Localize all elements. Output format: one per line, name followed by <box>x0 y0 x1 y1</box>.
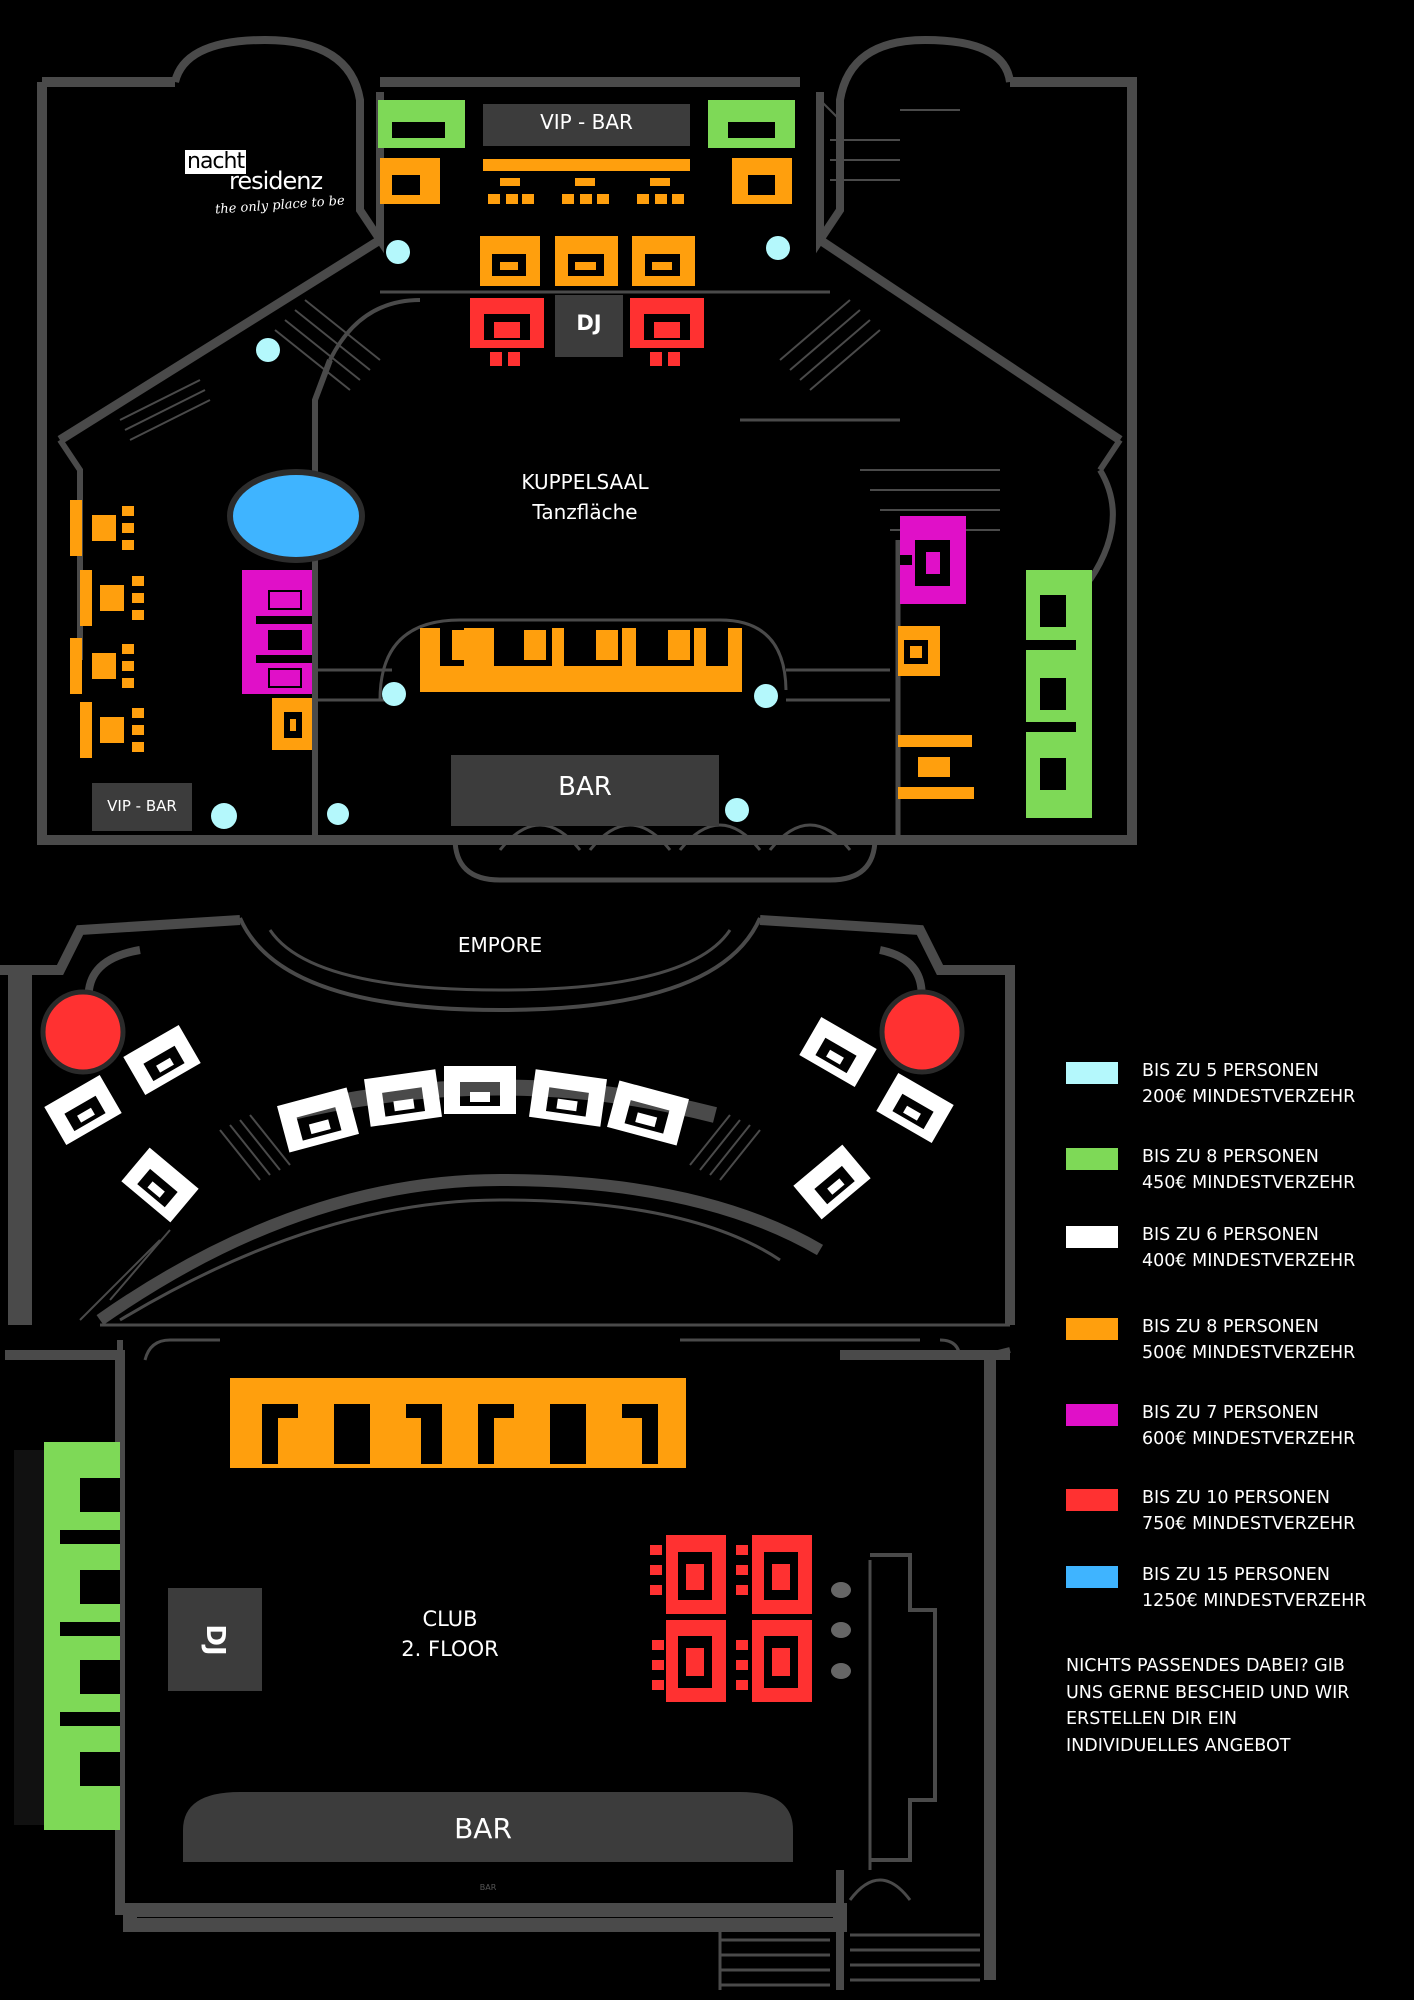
vip-bar-left-label: VIP - BAR <box>107 797 177 815</box>
legend-swatch <box>1066 1148 1118 1170</box>
club-wall-left <box>14 1450 44 1825</box>
legend-item: BIS ZU 6 PERSONEN 400€ MINDESTVERZEHR <box>1066 1222 1406 1282</box>
legend-swatch <box>1066 1489 1118 1511</box>
legend-text: BIS ZU 10 PERSONEN 750€ MINDESTVERZEHR <box>1142 1488 1356 1534</box>
club-label-line2: 2. FLOOR <box>401 1637 499 1661</box>
legend-item: BIS ZU 15 PERSONEN 1250€ MINDESTVERZEHR <box>1066 1562 1406 1622</box>
legend-item: BIS ZU 8 PERSONEN 450€ MINDESTVERZEHR <box>1066 1144 1406 1204</box>
red-tables-empore[interactable] <box>40 989 965 1075</box>
bar-club-label: BAR <box>454 1812 512 1845</box>
club-label-line1: CLUB <box>422 1607 478 1631</box>
legend-swatch <box>1066 1226 1118 1248</box>
dj-top-block <box>555 295 623 357</box>
kuppelsaal-label-line2: Tanzfläche <box>532 500 638 524</box>
custom-offer-note: NICHTS PASSENDES DABEI? GIB UNS GERNE BE… <box>1066 1656 1350 1756</box>
bar-main-block <box>451 755 719 826</box>
vip-bar-left-block <box>92 783 192 831</box>
legend-text: BIS ZU 8 PERSONEN 450€ MINDESTVERZEHR <box>1142 1147 1356 1193</box>
blue-table[interactable] <box>227 469 365 563</box>
kuppelsaal-label-line1: KUPPELSAAL <box>521 470 649 494</box>
cyan-tables[interactable] <box>211 236 790 829</box>
bar-main-label: BAR <box>558 772 612 802</box>
empore-stairs <box>79 1114 761 1321</box>
legend-item: BIS ZU 5 PERSONEN 200€ MINDESTVERZEHR <box>1066 1058 1406 1118</box>
logo-line1: nacht <box>185 149 247 174</box>
logo-tagline: the only place to be <box>214 193 346 218</box>
grey-stools-club <box>831 1582 851 1679</box>
orange-tables-right[interactable] <box>898 626 974 799</box>
empore-walls <box>0 915 1015 1327</box>
dj-club-block <box>168 1588 262 1691</box>
legend-text: BIS ZU 8 PERSONEN 500€ MINDESTVERZEHR <box>1142 1317 1356 1363</box>
bar-club-block <box>183 1792 793 1862</box>
dj-club-label: DJ <box>200 1624 230 1656</box>
vip-bar-top-block <box>483 104 690 146</box>
red-tables-top[interactable] <box>470 298 704 366</box>
bar-club-small-label: BAR <box>479 1883 497 1892</box>
legend-swatch <box>1066 1404 1118 1426</box>
legend-text: BIS ZU 15 PERSONEN 1250€ MINDESTVERZEHR <box>1142 1565 1367 1611</box>
legend-swatch <box>1066 1318 1118 1340</box>
orange-bar-tables[interactable] <box>420 628 742 692</box>
green-tables-right[interactable] <box>1026 570 1092 818</box>
legend-item: BIS ZU 7 PERSONEN 600€ MINDESTVERZEHR <box>1066 1400 1406 1460</box>
stair-lines <box>119 99 1000 531</box>
logo-line2: residenz <box>229 167 323 195</box>
magenta-tables[interactable] <box>242 516 966 694</box>
logo: nacht residenz the only place to be <box>185 150 355 222</box>
orange-tables-top[interactable] <box>380 158 792 286</box>
vip-bar-top-label: VIP - BAR <box>540 110 633 134</box>
orange-tables-left[interactable] <box>70 500 312 758</box>
club-stairs <box>718 1925 980 1990</box>
dj-top-label: DJ <box>576 311 602 335</box>
legend-text: BIS ZU 5 PERSONEN 200€ MINDESTVERZEHR <box>1142 1061 1356 1107</box>
white-tables-empore[interactable] <box>44 1016 954 1223</box>
legend-text: BIS ZU 7 PERSONEN 600€ MINDESTVERZEHR <box>1142 1403 1356 1449</box>
legend-swatch <box>1066 1566 1118 1588</box>
legend-item: BIS ZU 8 PERSONEN 500€ MINDESTVERZEHR <box>1066 1314 1406 1374</box>
red-tables-club[interactable] <box>650 1535 812 1702</box>
legend-swatch <box>1066 1062 1118 1084</box>
orange-tables-club[interactable] <box>230 1378 686 1468</box>
green-tables-club[interactable] <box>44 1442 120 1830</box>
green-tables-top[interactable] <box>378 100 795 148</box>
kuppelsaal-walls <box>37 35 1137 883</box>
empore-label: EMPORE <box>457 933 543 957</box>
legend-text: BIS ZU 6 PERSONEN 400€ MINDESTVERZEHR <box>1142 1225 1356 1271</box>
legend-item: BIS ZU 10 PERSONEN 750€ MINDESTVERZEHR <box>1066 1485 1406 1545</box>
